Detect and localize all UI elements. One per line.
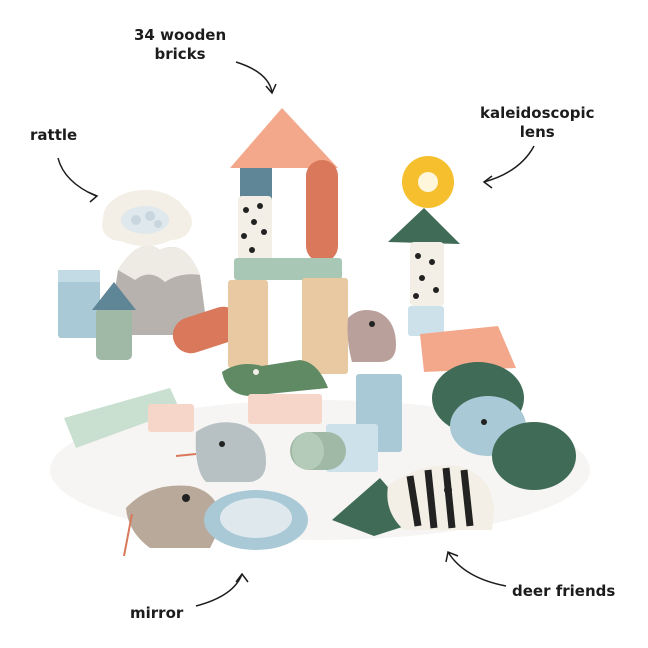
crocodile-figure xyxy=(222,360,328,424)
terracotta-cylinder xyxy=(172,306,242,354)
arrow-icon xyxy=(235,572,249,583)
arrow-icon xyxy=(235,61,273,93)
green-cylinder xyxy=(290,432,346,470)
green-house-block xyxy=(92,282,136,360)
blue-block xyxy=(58,270,100,338)
label-wooden-bricks-line2: bricks xyxy=(154,45,206,63)
label-mirror: mirror xyxy=(130,604,184,622)
arrow-icon xyxy=(482,175,493,189)
label-kaleidoscopic-lens: kaleidoscopic lens xyxy=(480,104,595,142)
label-kaleidoscopic-lens-line2: lens xyxy=(519,123,555,141)
label-rattle: rattle xyxy=(30,126,78,144)
arrow-icon xyxy=(195,573,243,607)
arrow-icon xyxy=(483,145,535,183)
label-wooden-bricks-line1: 34 wooden xyxy=(134,26,227,44)
label-wooden-bricks: 34 wooden bricks xyxy=(134,26,226,64)
rattle-cloud xyxy=(102,190,192,246)
rattle-mountain xyxy=(108,245,208,335)
arrow-icon xyxy=(447,551,507,587)
elephant-figure xyxy=(175,422,266,482)
mirror-ring xyxy=(204,490,308,550)
label-deer-friends: deer friends xyxy=(512,582,616,600)
arrow-icon xyxy=(265,83,277,95)
arrow-icon xyxy=(445,550,459,563)
label-kaleidoscopic-lens-line1: kaleidoscopic xyxy=(480,104,595,122)
zebra-figure xyxy=(387,465,494,530)
mint-plank xyxy=(64,388,194,448)
hippo-figure xyxy=(347,310,396,362)
anteater-figure xyxy=(123,485,222,557)
kaleidoscope-tower xyxy=(388,156,460,336)
arrow-icon xyxy=(57,157,97,197)
bush-figures xyxy=(432,362,576,490)
peach-prism xyxy=(420,326,516,372)
tower xyxy=(228,108,348,374)
arrow-icon xyxy=(87,191,99,203)
